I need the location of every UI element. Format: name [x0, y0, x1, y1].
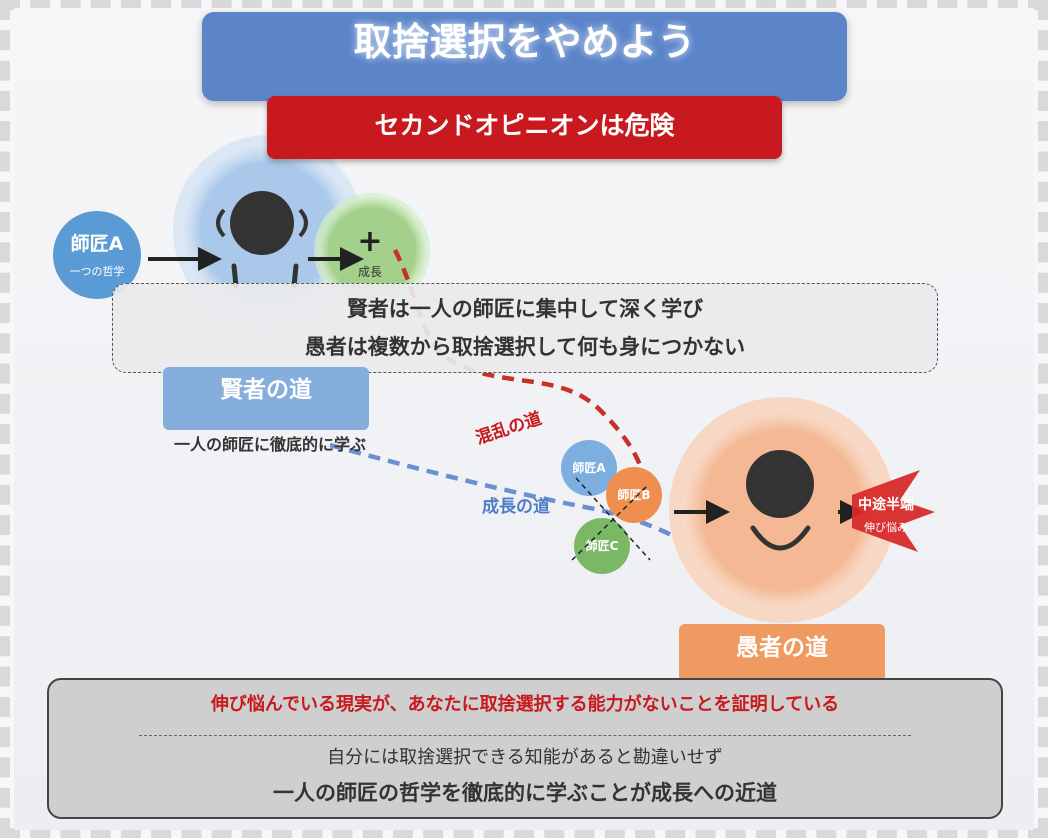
- confusion-path-label: 混乱の道: [473, 408, 544, 449]
- fool-path-label: 愚者の道: [679, 624, 885, 682]
- mentor-c-small: [574, 518, 630, 574]
- burst-icon: [852, 470, 935, 552]
- confusion-path-line: [392, 248, 649, 506]
- arrow-right-icon: [198, 247, 222, 271]
- growth-label: 成長: [358, 265, 382, 279]
- half-done-label: 中途半端: [858, 496, 914, 513]
- message-line-3: 一人の師匠の哲学を徹底的に学ぶことが成長への近道: [273, 781, 777, 805]
- caption-line-2: 愚者は複数から取捨選択して何も身につかない: [304, 335, 746, 359]
- warning-text: 伸び悩んでいる現実が、あなたに取捨選択する能力がないことを証明している: [210, 694, 840, 715]
- mentor-a-small: [561, 440, 617, 496]
- mentor-a-sub: 一つの哲学: [70, 264, 125, 278]
- half-done-burst: 中途半端 伸び悩み: [852, 470, 935, 552]
- growth-circle: [318, 197, 426, 305]
- summary-caption: 賢者は一人の師匠に集中して深く学び 愚者は複数から取捨選択して何も身につかない: [112, 283, 938, 373]
- page-title: 取捨選択をやめよう: [202, 12, 847, 101]
- growth-node: + 成長: [314, 193, 430, 309]
- fool-person: [669, 397, 895, 623]
- wise-person-head: [230, 191, 294, 255]
- caption-line-1: 賢者は一人の師匠に集中して深く学び: [346, 297, 704, 321]
- wise-path-sub: 一人の師匠に徹底的に学ぶ: [173, 435, 366, 454]
- arrow-right-icon: [340, 247, 364, 271]
- mentor-b-small-label: 師匠B: [617, 487, 650, 502]
- mentor-a-small-label: 師匠A: [572, 460, 606, 475]
- divider: [139, 735, 911, 736]
- stagnation-label: 伸び悩み: [864, 520, 908, 534]
- arrow-right-icon: [706, 500, 730, 524]
- plus-icon: +: [357, 224, 382, 259]
- mentor-cluster: 師匠A 師匠B 師匠C: [561, 440, 662, 574]
- fool-person-head: [746, 450, 814, 518]
- mentor-a-label: 師匠A: [71, 232, 124, 255]
- bottom-message-box: 伸び悩んでいる現実が、あなたに取捨選択する能力がないことを証明している 自分には…: [47, 678, 1003, 819]
- page-subtitle: セカンドオピニオンは危険: [267, 96, 782, 159]
- mentor-a-circle: [53, 211, 141, 299]
- wise-person: [173, 135, 363, 325]
- wise-path-label: 賢者の道: [163, 367, 369, 430]
- mentor-c-small-label: 師匠C: [586, 538, 619, 553]
- growth-path-label: 成長の道: [482, 496, 550, 517]
- mentor-a-node: 師匠A 一つの哲学: [53, 211, 141, 299]
- mentor-b-small: [606, 467, 662, 523]
- message-line-2: 自分には取捨選択できる知能があると勘違いせず: [327, 747, 723, 768]
